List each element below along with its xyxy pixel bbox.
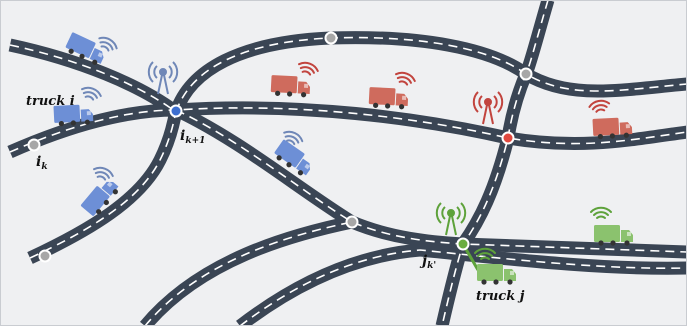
node-right-top-gray — [521, 69, 532, 80]
node-mid-gray — [347, 217, 358, 228]
node-top-gray — [326, 33, 337, 44]
label-ik1-subscript: k+1 — [185, 136, 205, 146]
label-ik-subscript: k — [41, 162, 47, 172]
label-truck-j: truck j — [476, 289, 525, 304]
label-truck-i: truck i — [26, 94, 75, 109]
node-bottom-left-gray — [40, 251, 51, 262]
node-ik — [29, 140, 40, 151]
node-red — [503, 133, 514, 144]
node-ik1-blue — [171, 106, 182, 117]
node-jk-green — [458, 239, 469, 250]
label-jk-subscript: k' — [427, 261, 436, 271]
